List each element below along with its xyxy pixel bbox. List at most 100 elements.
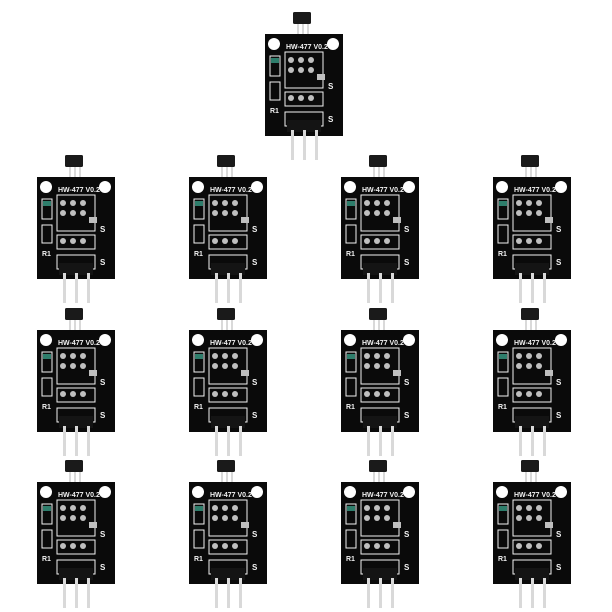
sensor-lead xyxy=(302,22,304,44)
solder-pad xyxy=(80,210,86,216)
header-pin xyxy=(379,273,382,303)
header-pin xyxy=(519,426,522,456)
solder-pad xyxy=(212,353,218,359)
led-outline xyxy=(345,503,357,525)
solder-pad xyxy=(222,238,228,244)
resistor-label: R1 xyxy=(42,404,51,411)
board-label: HW-477 V0.2 xyxy=(514,187,556,194)
component-outline xyxy=(512,499,552,537)
mounting-hole xyxy=(403,486,415,498)
solder-pad xyxy=(374,353,380,359)
component-outline xyxy=(56,347,96,385)
board-label: HW-477 V0.2 xyxy=(286,44,328,51)
smd-pad xyxy=(393,370,401,376)
header-pin xyxy=(227,273,230,303)
mounting-hole xyxy=(344,181,356,193)
header-pin xyxy=(367,273,370,303)
header-pin xyxy=(543,426,546,456)
mounting-hole xyxy=(555,181,567,193)
sensor-lead xyxy=(69,470,71,492)
solder-pad xyxy=(222,210,228,216)
board-label: HW-477 V0.2 xyxy=(362,340,404,347)
solder-pad xyxy=(232,543,238,549)
sensor-lead xyxy=(535,318,537,340)
header-pin xyxy=(75,426,78,456)
solder-pad xyxy=(384,391,390,397)
solder-pad xyxy=(364,515,370,521)
hall-sensor xyxy=(369,460,387,472)
pin-header xyxy=(363,416,397,428)
board-label: HW-477 V0.2 xyxy=(514,340,556,347)
resistor-outline xyxy=(345,529,357,549)
solder-pad xyxy=(536,505,542,511)
solder-pad xyxy=(526,391,532,397)
hall-sensor xyxy=(521,155,539,167)
led-outline xyxy=(497,503,509,525)
signal-label: S xyxy=(252,411,258,420)
sensor-lead xyxy=(378,470,380,492)
sensor-lead xyxy=(530,318,532,340)
component-outline xyxy=(512,387,552,403)
hall-sensor xyxy=(369,155,387,167)
hall-sensor xyxy=(521,460,539,472)
smd-pad xyxy=(317,74,325,80)
solder-pad xyxy=(516,200,522,206)
solder-pad xyxy=(212,200,218,206)
mounting-hole xyxy=(403,334,415,346)
header-pin xyxy=(75,578,78,608)
header-pin xyxy=(239,578,242,608)
pcb-board xyxy=(493,330,571,432)
sensor-lead xyxy=(383,470,385,492)
solder-pad xyxy=(60,391,66,397)
solder-pad xyxy=(70,238,76,244)
solder-pad xyxy=(374,238,380,244)
header-pin xyxy=(531,273,534,303)
solder-pad xyxy=(526,505,532,511)
solder-pad xyxy=(212,363,218,369)
solder-pad xyxy=(80,353,86,359)
solder-pad xyxy=(384,200,390,206)
hall-sensor xyxy=(217,460,235,472)
pcb-board xyxy=(493,177,571,279)
header-pin xyxy=(63,273,66,303)
signal-label: S xyxy=(404,530,410,539)
led-outline xyxy=(497,351,509,373)
hall-sensor xyxy=(217,308,235,320)
pcb-board xyxy=(189,177,267,279)
pcb-board xyxy=(37,330,115,432)
solder-pad xyxy=(308,67,314,73)
component-outline xyxy=(56,387,96,403)
solder-pad xyxy=(308,57,314,63)
solder-pad xyxy=(60,200,66,206)
signal-label: S xyxy=(252,225,258,234)
mounting-hole xyxy=(403,181,415,193)
header-pin xyxy=(215,273,218,303)
signal-label: S xyxy=(328,82,334,91)
hall-sensor xyxy=(65,155,83,167)
signal-label: S xyxy=(556,530,562,539)
mounting-hole xyxy=(40,181,52,193)
led-outline xyxy=(41,503,53,525)
pin-header xyxy=(211,416,245,428)
board-label: HW-477 V0.2 xyxy=(58,492,100,499)
sensor-lead xyxy=(383,165,385,187)
header-pin xyxy=(519,273,522,303)
solder-pad xyxy=(212,238,218,244)
component-outline xyxy=(360,234,400,250)
sensor-lead xyxy=(74,470,76,492)
solder-pad xyxy=(70,543,76,549)
header-pin xyxy=(63,426,66,456)
sensor-lead xyxy=(69,165,71,187)
led xyxy=(499,506,507,511)
signal-label: S xyxy=(100,258,106,267)
solder-pad xyxy=(212,505,218,511)
solder-pad xyxy=(70,515,76,521)
signal-label: S xyxy=(100,225,106,234)
solder-pad xyxy=(60,238,66,244)
header-pin xyxy=(215,578,218,608)
led xyxy=(43,201,51,206)
smd-pad xyxy=(241,217,249,223)
solder-pad xyxy=(364,210,370,216)
